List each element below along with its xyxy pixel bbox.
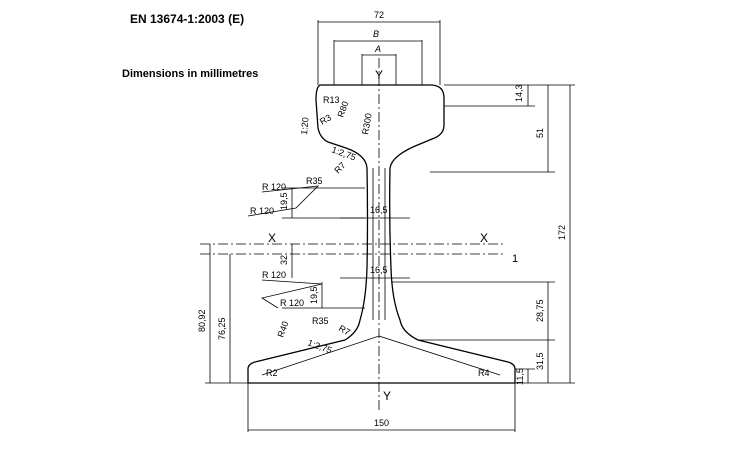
dim-19-5-lower: 19,5 bbox=[309, 286, 319, 304]
radius-r7-upper: R7 bbox=[332, 160, 347, 175]
dim-16-5-upper: 16,5 bbox=[370, 205, 388, 215]
radius-r3: R3 bbox=[318, 112, 333, 126]
radius-r35-lower: R35 bbox=[312, 316, 329, 326]
radius-r4: R4 bbox=[478, 368, 490, 378]
dim-11-5: 11,5 bbox=[515, 368, 525, 385]
dim-31-5: 31,5 bbox=[535, 352, 545, 370]
dim-172: 172 bbox=[557, 225, 567, 240]
radius-r2: R2 bbox=[266, 368, 278, 378]
dim-51: 51 bbox=[535, 128, 545, 138]
radius-r120-a: R 120 bbox=[262, 182, 286, 192]
r120-upper-leader bbox=[247, 185, 320, 217]
dim-b: B bbox=[373, 29, 379, 39]
dim-14-3: 14,3 bbox=[514, 84, 524, 102]
r120-lower-leader bbox=[260, 279, 323, 309]
dim-76-25: 76,25 bbox=[217, 317, 227, 340]
rail-profile-outline bbox=[247, 84, 516, 384]
dim-19-5-upper: 19,5 bbox=[279, 192, 289, 210]
axis-x-right: X bbox=[480, 231, 488, 245]
radius-r120-b: R 120 bbox=[250, 206, 274, 216]
slope-1-2-75-foot: 1:2,75 bbox=[306, 337, 333, 355]
reference-label-1: 1 bbox=[512, 253, 518, 265]
radius-r13: R13 bbox=[323, 95, 340, 105]
dim-16-5-lower: 16,5 bbox=[370, 265, 388, 275]
radius-r300: R300 bbox=[360, 112, 374, 135]
radius-r40: R40 bbox=[275, 320, 290, 339]
dim-28-75: 28,75 bbox=[535, 299, 545, 322]
slope-1-2-75-head: 1:2,75 bbox=[330, 144, 357, 162]
radius-r35-upper: R35 bbox=[306, 176, 323, 186]
radius-r120-c: R 120 bbox=[262, 270, 286, 280]
dim-32: 32 bbox=[279, 255, 289, 265]
dim-72: 72 bbox=[374, 10, 384, 20]
dim-80-92: 80,92 bbox=[197, 309, 207, 332]
radius-r7-lower: R7 bbox=[337, 323, 352, 337]
units-note: Dimensions in millimetres bbox=[122, 68, 259, 80]
dim-a: A bbox=[374, 44, 381, 54]
standard-reference: EN 13674-1:2003 (E) bbox=[130, 12, 245, 26]
dim-150: 150 bbox=[374, 418, 389, 428]
axis-x-left: X bbox=[268, 231, 276, 245]
axis-y-top: Y bbox=[375, 68, 383, 82]
slope-1-20: 1:20 bbox=[299, 117, 310, 135]
axis-y-bottom: Y bbox=[383, 389, 391, 403]
radius-r120-d: R 120 bbox=[280, 298, 304, 308]
